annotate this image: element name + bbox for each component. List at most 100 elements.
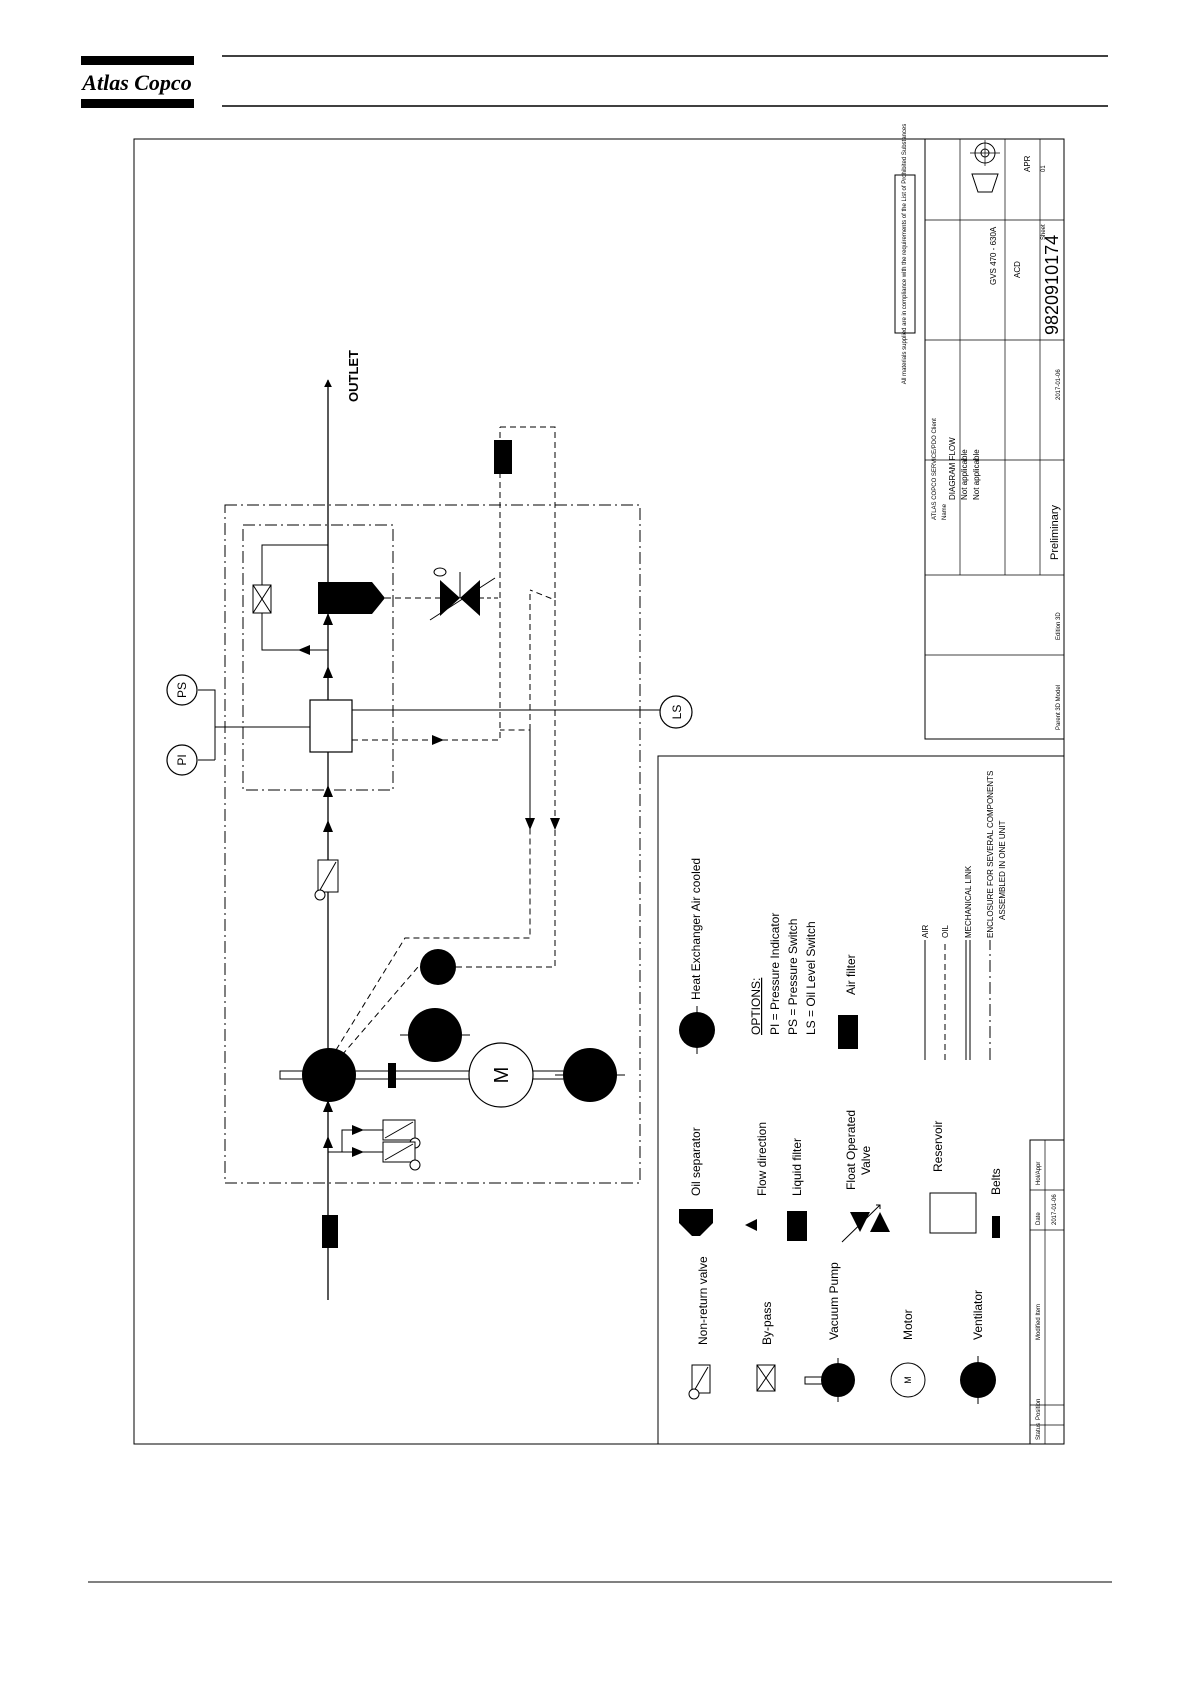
flow-arrow-2 <box>323 1100 333 1112</box>
flow-arrow-1 <box>323 1136 333 1148</box>
legend-heat-exchanger-icon <box>679 1006 715 1054</box>
legend-oil-separator: Oil separator <box>689 1127 703 1196</box>
oil-line-filter <box>494 440 512 474</box>
outlet-label: OUTLET <box>346 350 361 402</box>
apr-label: APR <box>1023 155 1032 172</box>
revision-table: Hol/Appr Date Modified Item Position Sta… <box>1029 1139 1065 1445</box>
flow-arrow-6 <box>323 613 333 625</box>
legend-flow-direction: Flow direction <box>755 1122 769 1196</box>
flow-schematic: OUTLET M <box>166 350 693 1300</box>
sheet-value: 01 <box>1041 165 1047 172</box>
motor <box>468 1042 534 1108</box>
legend-air-filter: Air filter <box>844 954 858 995</box>
parent-label: Parent 3D Model <box>1056 685 1062 730</box>
inlet-air-filter <box>322 1215 338 1248</box>
legend-motor-icon: M <box>890 1362 926 1398</box>
oil-line-2 <box>341 966 420 1056</box>
flow-arrow-4 <box>323 785 333 797</box>
drawing-frame <box>133 138 1065 1445</box>
legend-vacuum-pump-icon <box>804 1358 855 1402</box>
legend-heat-exchanger: Heat Exchanger Air cooled <box>689 858 703 1000</box>
oil-filter <box>420 949 456 985</box>
legend-ventilator-icon <box>960 1356 996 1404</box>
legend: Non-return valve By-pass Vacuum Pump M M… <box>679 771 1007 1404</box>
status-text: Preliminary <box>1049 504 1061 560</box>
legend-ventilator: Ventilator <box>971 1290 985 1340</box>
projection-symbol-icon <box>970 140 1000 193</box>
legend-float-valve-1: Float Operated <box>844 1110 858 1190</box>
legend-motor: Motor <box>901 1309 915 1340</box>
page-header: Atlas Copco <box>80 55 1108 108</box>
vacuum-pump <box>302 1048 356 1102</box>
line-type-air: AIR <box>921 924 930 938</box>
modified-label: Modified Item <box>1036 1304 1042 1340</box>
position-col: Position <box>1036 1399 1042 1420</box>
line-type-enclosure-2: ASSEMBLED IN ONE UNIT <box>998 820 1007 920</box>
ls-instrument <box>659 695 693 729</box>
ls-label: LS <box>670 705 684 720</box>
non-return-valve-upper <box>382 1119 421 1149</box>
status-col: Status <box>1036 1423 1042 1440</box>
edition-label: Edition 3D <box>1056 612 1062 640</box>
name-label: Name <box>942 503 948 520</box>
pi-label: PI <box>175 754 189 765</box>
not-applicable-1: Not applicable <box>960 449 969 500</box>
company-text: ATLAS COPCO SERVICE/PDO Client <box>932 418 938 520</box>
oil-line-6 <box>500 426 556 600</box>
legend-liquid-filter: Liquid filter <box>790 1138 804 1196</box>
compliance-note: All materials supplied are in compliance… <box>894 124 916 384</box>
pi-instrument <box>166 744 198 776</box>
oil-separator <box>318 582 385 614</box>
line-type-oil: OIL <box>941 925 950 938</box>
oil-arrow-2 <box>550 818 560 830</box>
legend-box <box>657 755 1064 1444</box>
branch-arrow-2 <box>352 1147 364 1157</box>
enclosure-inner <box>242 524 394 791</box>
name-value: DIAGRAM FLOW <box>948 437 957 500</box>
legend-flow-direction-icon <box>745 1219 757 1231</box>
legend-reservoir: Reservoir <box>931 1121 945 1172</box>
compliance-note-text: All materials supplied are in compliance… <box>902 124 908 384</box>
line-type-enclosure-1: ENCLOSURE FOR SEVERAL COMPONENTS <box>986 771 995 938</box>
date-col: Date <box>1036 1212 1042 1225</box>
legend-by-pass: By-pass <box>760 1302 774 1345</box>
reservoir-box <box>309 699 353 753</box>
legend-reservoir-icon <box>929 1192 977 1234</box>
legend-by-pass-icon <box>756 1364 776 1392</box>
ps-instrument <box>166 674 198 706</box>
oil-arrow-1 <box>525 818 535 830</box>
model-text: GVS 470 - 630A <box>989 226 998 285</box>
line-type-mechanical: MECHANICAL LINK <box>964 865 973 938</box>
legend-vacuum-pump: Vacuum Pump <box>827 1262 841 1340</box>
date-text: 2017-01-06 <box>1056 369 1062 400</box>
oil-line-1 <box>335 729 531 1051</box>
branch-line-1 <box>328 1129 395 1153</box>
legend-air-filter-icon <box>838 1015 858 1049</box>
oil-line-3 <box>456 589 556 968</box>
logo-text: Atlas Copco <box>80 70 191 95</box>
title-block: 9820910174 APR 01 Sheet GVS 470 - 630A A… <box>924 138 1065 740</box>
legend-non-return-valve-icon <box>688 1364 711 1400</box>
option-ls: LS = Oil Level Switch <box>804 921 818 1035</box>
branch-arrow-1 <box>352 1125 364 1135</box>
legend-liquid-filter-icon <box>787 1211 807 1241</box>
non-return-valve-main <box>314 859 339 901</box>
legend-float-valve-2: Valve <box>859 1146 873 1175</box>
svg-text:M: M <box>903 1376 913 1384</box>
bypass-arrow <box>298 645 310 655</box>
sheet-label: Sheet <box>1041 224 1047 240</box>
float-operated-valve <box>385 567 500 621</box>
legend-belts: Belts <box>989 1168 1003 1195</box>
ps-label: PS <box>175 682 189 698</box>
drawing-number: 9820910174 <box>1042 235 1062 335</box>
acd-text: ACD <box>1013 261 1022 278</box>
atlas-copco-logo: Atlas Copco <box>80 56 194 108</box>
oil-arrow-3 <box>432 735 444 745</box>
legend-float-valve-icon <box>841 1204 890 1243</box>
legend-oil-separator-icon <box>679 1209 713 1236</box>
hol-label: Hol/Appr <box>1036 1162 1042 1185</box>
not-applicable-2: Not applicable <box>972 449 981 500</box>
options-title: OPTIONS: <box>749 978 763 1035</box>
date-short: 2017-01-06 <box>1052 1194 1058 1225</box>
enclosure-outer <box>224 504 641 1184</box>
